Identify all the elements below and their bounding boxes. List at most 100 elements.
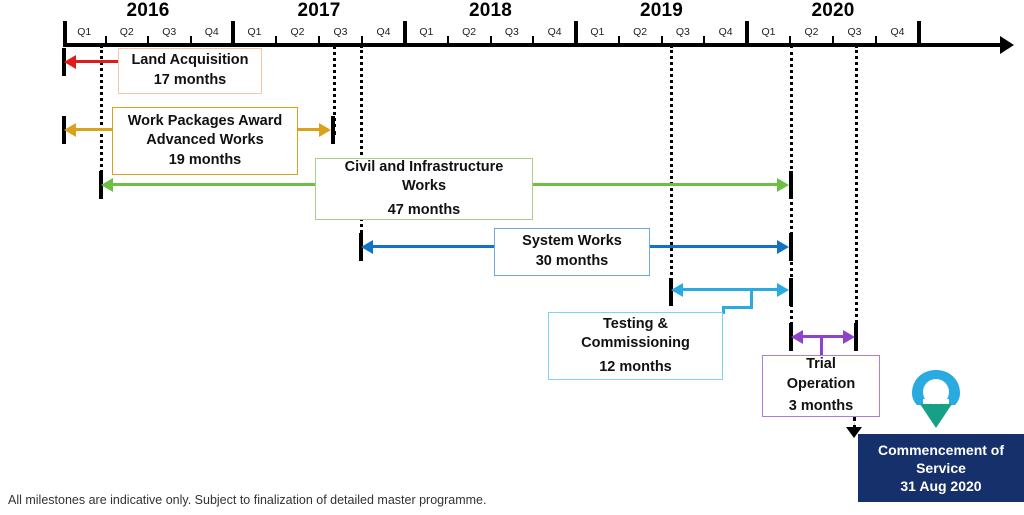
commencement-date: 31 Aug 2020 <box>900 478 982 495</box>
quarter-label-q3-2017: Q3 <box>333 26 348 38</box>
quarter-tick-q4-2016 <box>189 36 192 46</box>
quarter-label-q4-2019: Q4 <box>718 26 733 38</box>
guideline-q2-2016 <box>100 45 103 190</box>
commencement-label-line1: Commencement of <box>877 441 1005 458</box>
testing-commissioning-arrowhead-left <box>671 282 683 297</box>
testing-commissioning-leader-horizontal <box>722 306 753 309</box>
quarter-label-q3-2020: Q3 <box>847 26 862 38</box>
task-box-work-packages-award[interactable]: Work Packages Award Advanced Works 19 mo… <box>112 107 298 175</box>
guideline-q3-2020 <box>855 45 858 340</box>
quarter-label-q2-2020: Q2 <box>804 26 819 38</box>
milestone-connector-stem <box>853 417 856 429</box>
timeline-axis <box>63 43 1000 47</box>
land-acquisition-duration: 17 months <box>153 72 227 88</box>
testing-commissioning-leader-vertical <box>750 289 753 309</box>
work-packages-arrowhead-left <box>64 122 76 137</box>
work-packages-duration: 19 months <box>168 151 242 168</box>
commencement-label-line2: Service <box>916 459 966 476</box>
quarter-label-q1-2019: Q1 <box>590 26 605 38</box>
quarter-label-q1-2017: Q1 <box>247 26 262 38</box>
land-acquisition-arrowhead-left <box>64 54 76 69</box>
civil-infrastructure-title-line1: Civil and Infrastructure <box>344 158 504 175</box>
system-works-title: System Works <box>522 233 622 250</box>
guideline-q3-2019 <box>670 45 673 293</box>
quarter-tick-q3-2016 <box>147 36 149 46</box>
year-tick-2017 <box>231 21 235 45</box>
year-tick-2018 <box>403 21 407 45</box>
location-pin-icon <box>906 368 966 430</box>
task-box-land-acquisition[interactable]: Land Acquisition 17 months <box>118 48 262 94</box>
year-tick-2016 <box>63 21 67 45</box>
year-tick-2020 <box>745 21 749 45</box>
quarter-tick-q2-2019 <box>617 36 620 46</box>
work-packages-title-line2: Advanced Works <box>146 132 264 149</box>
civil-infrastructure-arrowhead-right <box>777 177 789 192</box>
task-box-trial-operation[interactable]: Trial Operation 3 months <box>762 355 880 417</box>
quarter-label-q3-2018: Q3 <box>504 26 519 38</box>
guideline-q3-2017 <box>333 45 336 135</box>
work-packages-title-line1: Work Packages Award <box>127 112 283 129</box>
trial-operation-end-cap <box>854 323 858 351</box>
year-label-2017: 2017 <box>297 0 341 21</box>
quarter-tick-q2-2016 <box>104 36 107 46</box>
quarter-label-q4-2016: Q4 <box>204 26 219 38</box>
quarter-tick-q3-2017 <box>318 36 320 46</box>
testing-commissioning-end-cap <box>789 278 793 306</box>
quarter-label-q4-2018: Q4 <box>547 26 562 38</box>
year-tick-2021 <box>917 21 921 45</box>
footnote-text: All milestones are indicative only. Subj… <box>8 493 487 507</box>
system-works-arrowhead-left <box>361 239 373 254</box>
year-label-2019: 2019 <box>639 0 684 21</box>
quarter-label-q4-2017: Q4 <box>376 26 391 38</box>
quarter-label-q1-2016: Q1 <box>77 26 92 38</box>
testing-commissioning-title-line1: Testing & <box>603 315 668 332</box>
trial-operation-arrowhead-left <box>791 329 803 344</box>
work-packages-end-cap <box>331 116 335 144</box>
quarter-tick-q3-2020 <box>832 36 834 46</box>
testing-commissioning-duration: 12 months <box>599 358 672 375</box>
testing-commissioning-arrowhead-right <box>777 282 789 297</box>
quarter-tick-q3-2018 <box>489 36 492 46</box>
civil-infrastructure-title-line2: Works <box>401 178 447 195</box>
quarter-label-q2-2018: Q2 <box>462 26 477 38</box>
trial-operation-title-line2: Operation <box>786 375 856 392</box>
work-packages-arrowhead-right <box>319 122 331 137</box>
land-acquisition-title: Land Acquisition <box>131 52 249 69</box>
civil-infrastructure-end-cap <box>789 171 793 199</box>
timeline-axis-arrowhead <box>1000 36 1014 54</box>
task-box-civil-infrastructure[interactable]: Civil and Infrastructure Works 47 months <box>315 158 533 220</box>
civil-infrastructure-arrowhead-left <box>101 177 113 192</box>
quarter-label-q2-2017: Q2 <box>290 26 305 38</box>
year-label-2020: 2020 <box>811 0 855 21</box>
trial-operation-arrowhead-right <box>843 329 855 344</box>
system-works-end-cap <box>789 233 793 261</box>
system-works-arrowhead-right <box>777 239 789 254</box>
quarter-label-q2-2019: Q2 <box>633 26 648 38</box>
quarter-label-q3-2019: Q3 <box>675 26 690 38</box>
quarter-tick-q2-2018 <box>446 36 449 46</box>
guideline-q4-2017 <box>360 45 363 250</box>
quarter-tick-q3-2019 <box>660 36 663 46</box>
task-box-testing-commissioning[interactable]: Testing & Commissioning 12 months <box>548 312 723 380</box>
quarter-label-q4-2020: Q4 <box>890 26 905 38</box>
year-tick-2019 <box>574 21 578 45</box>
quarter-tick-q4-2017 <box>361 36 363 46</box>
commencement-of-service-badge[interactable]: Commencement of Service 31 Aug 2020 <box>858 434 1024 502</box>
milestone-connector-arrowhead <box>846 427 862 438</box>
quarter-tick-q2-2017 <box>275 36 277 46</box>
trial-operation-arrow-line <box>797 335 851 338</box>
trial-operation-leader-vertical <box>820 336 823 356</box>
testing-commissioning-title-line2: Commissioning <box>581 335 690 352</box>
quarter-label-q1-2018: Q1 <box>419 26 434 38</box>
trial-operation-title-line1: Trial <box>806 356 836 373</box>
year-label-2016: 2016 <box>126 0 170 21</box>
trial-operation-duration: 3 months <box>788 398 854 415</box>
system-works-duration: 30 months <box>535 253 609 269</box>
task-box-system-works[interactable]: System Works 30 months <box>494 228 650 276</box>
quarter-tick-q2-2020 <box>789 36 791 46</box>
year-label-2018: 2018 <box>468 0 513 21</box>
quarter-label-q3-2016: Q3 <box>162 26 177 38</box>
quarter-label-q1-2020: Q1 <box>761 26 776 38</box>
quarter-label-q2-2016: Q2 <box>119 26 134 38</box>
